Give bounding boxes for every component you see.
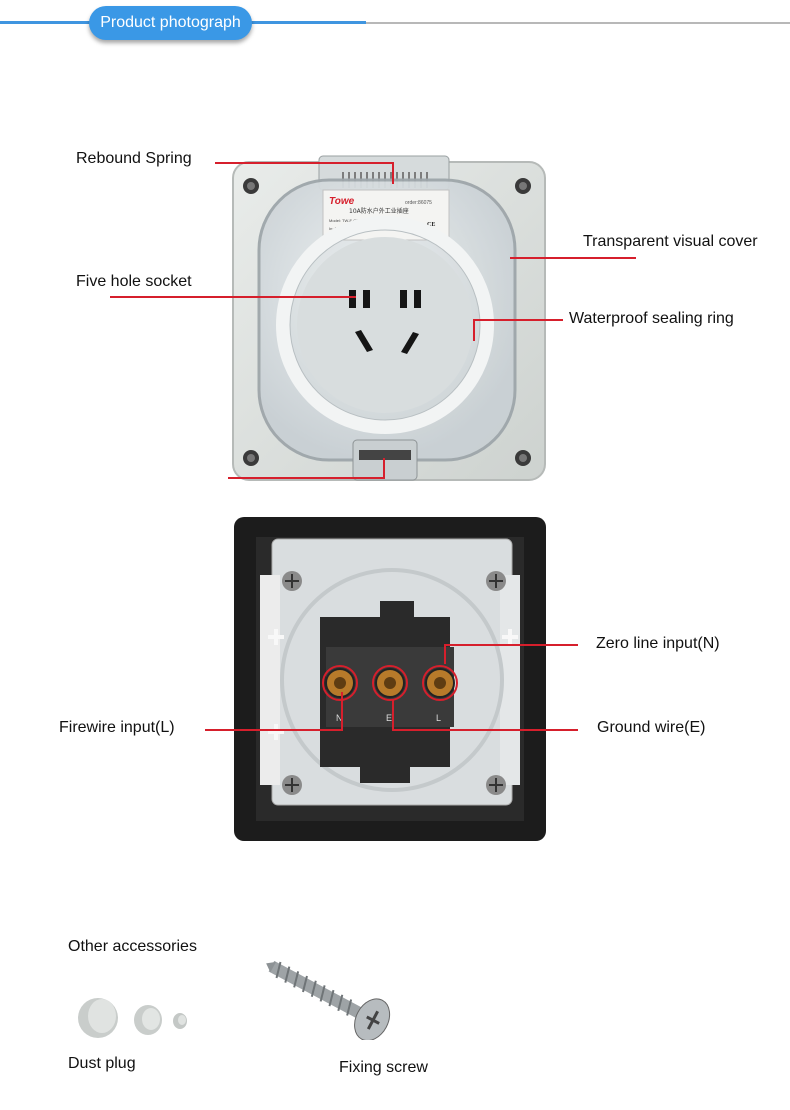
leader-sealing-ring-drop xyxy=(473,319,475,341)
label-five-hole-socket: Five hole socket xyxy=(76,273,192,290)
brand-logo: Towe xyxy=(329,196,355,207)
section-title-badge: Product photograph xyxy=(89,6,252,40)
leader-rebound-spring-drop xyxy=(392,162,394,184)
leader-ground-wire xyxy=(392,729,578,731)
ce-mark: CE xyxy=(427,222,435,228)
label-fixing-screw: Fixing screw xyxy=(339,1059,428,1076)
model-cn: 10A防水户外工业插座 xyxy=(349,207,409,215)
accessories-title: Other accessories xyxy=(68,938,197,955)
label-rebound-spring: Rebound Spring xyxy=(76,150,192,167)
leader-hinge-bottom xyxy=(228,477,384,479)
terminal-mark-l: L xyxy=(436,713,441,723)
leader-firewire xyxy=(205,729,343,731)
label-sealing-ring: Waterproof sealing ring xyxy=(569,310,734,327)
socket-face xyxy=(297,237,473,413)
back-screws xyxy=(282,571,506,795)
dust-plug-photo xyxy=(78,998,187,1038)
label-ground-wire: Ground wire(E) xyxy=(597,719,706,736)
header-rule-right xyxy=(366,22,790,24)
header-rule-mid xyxy=(250,21,366,24)
label-dust-plug: Dust plug xyxy=(68,1055,136,1072)
brass-terminals xyxy=(325,668,455,698)
leader-rebound-spring xyxy=(215,162,393,164)
fixing-screw-photo xyxy=(266,960,391,1040)
five-hole-socket-openings xyxy=(349,290,421,354)
label-transparent-cover: Transparent visual cover xyxy=(583,233,758,250)
front-socket-photo: Towe order:86075 10A防水户外工业插座 Model: TW-F… xyxy=(232,155,546,481)
corner-screws xyxy=(243,178,531,466)
plus-marks xyxy=(268,629,518,740)
leader-five-hole-socket xyxy=(110,296,356,298)
model-line: Model: TW-F-CE-C08TS xyxy=(329,218,373,223)
waterproof-sealing-ring xyxy=(276,216,494,434)
back-socket-photo: N E L xyxy=(234,517,546,841)
terminal-mark-n: N xyxy=(336,713,343,723)
order-number: order:86075 xyxy=(405,200,432,206)
terminal-mark-e: E xyxy=(386,713,392,723)
leader-firewire-rise xyxy=(341,692,343,731)
leader-zero-line xyxy=(444,644,578,646)
header-rule-left xyxy=(0,21,100,24)
leader-sealing-ring xyxy=(473,319,563,321)
leader-ground-wire-rise xyxy=(392,700,394,731)
leader-hinge-bottom-rise xyxy=(383,458,385,479)
label-firewire: Firewire input(L) xyxy=(59,719,175,736)
label-zero-line: Zero line input(N) xyxy=(596,635,720,652)
leader-transparent-cover xyxy=(510,257,636,259)
leader-zero-line-drop xyxy=(444,644,446,664)
terminal-highlight-rings xyxy=(322,665,458,701)
